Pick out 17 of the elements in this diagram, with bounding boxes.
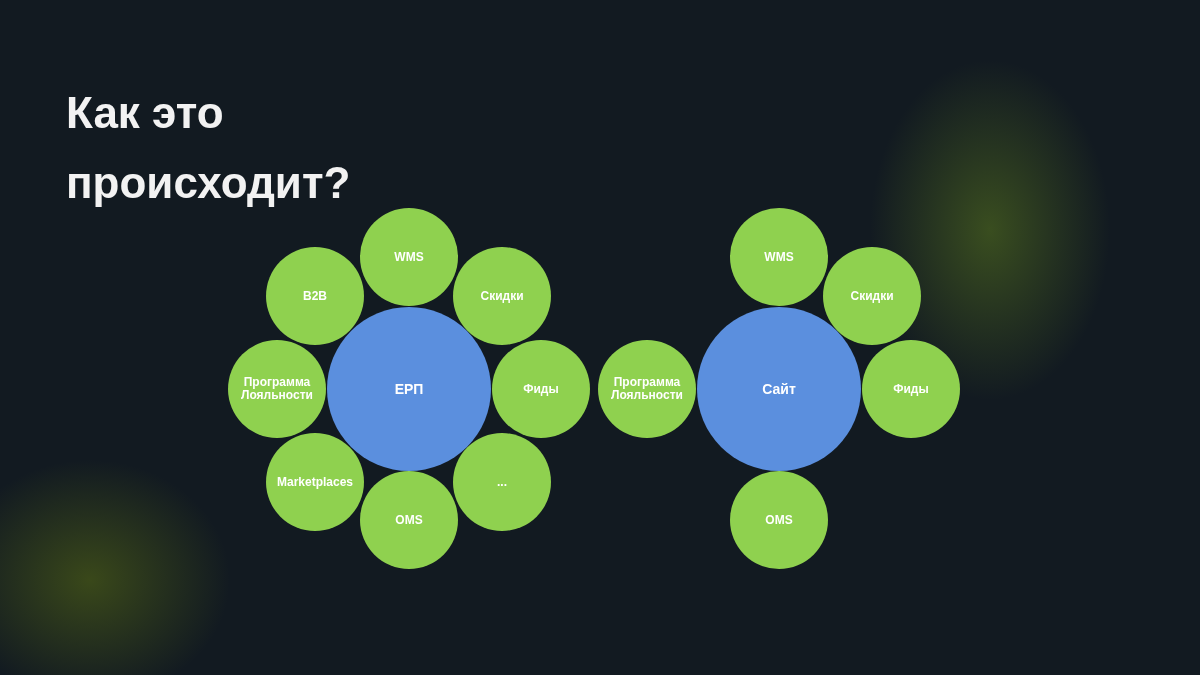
node-label: OMS [764, 513, 794, 527]
node-label: Скидки [849, 289, 895, 303]
node-label: Скидки [479, 289, 525, 303]
node-label: Фиды [522, 382, 560, 396]
node-label: WMS [393, 250, 425, 264]
module-circle [228, 340, 326, 438]
node-label: OMS [394, 513, 424, 527]
node-label: Программа Лояльности [240, 376, 314, 402]
node-label: Сайт [761, 382, 797, 396]
slide-title: Как это происходит? [66, 87, 352, 209]
node-label: ЕРП [393, 382, 425, 396]
node-label: WMS [763, 250, 795, 264]
node-label: Фиды [892, 382, 930, 396]
node-label: Программа Лояльности [610, 376, 684, 402]
node-label: ... [496, 475, 508, 489]
node-label: B2B [302, 289, 328, 303]
node-label: Marketplaces [275, 475, 354, 489]
